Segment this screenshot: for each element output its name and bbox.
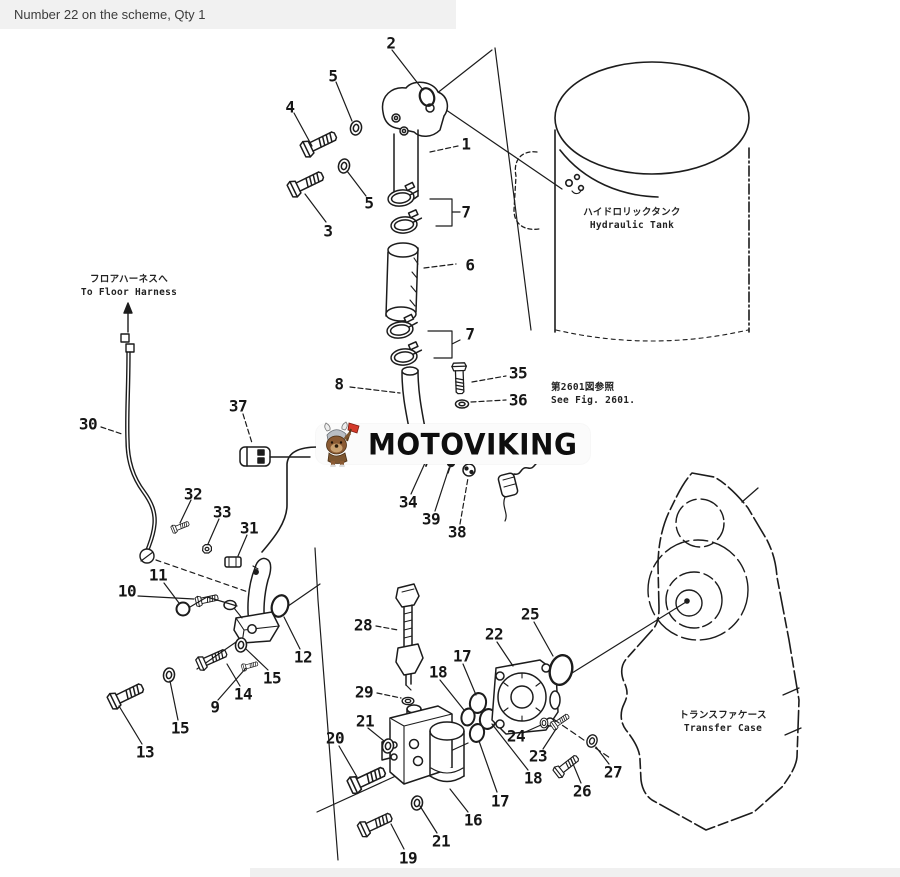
sensor-harness-drawing: [424, 449, 556, 522]
elbow-fitting-drawing: [381, 81, 449, 203]
transfer-case-drawing: [620, 472, 802, 831]
o-ring-25: [548, 654, 574, 686]
viking-mascot-icon: [324, 421, 360, 467]
solenoid-sensor-drawing: [395, 583, 424, 691]
page-title: Number 22 on the scheme, Qty 1: [14, 7, 206, 22]
watermark-brand-text: MOTOVIKING: [368, 426, 578, 462]
connector-drawing: [239, 446, 557, 553]
clip-drawing: [224, 556, 242, 568]
watermark-band: MOTOVIKING: [316, 421, 590, 467]
hydraulic-tank-drawing: [513, 61, 750, 342]
hose-drawing: [385, 242, 419, 322]
leader-lines: [100, 49, 610, 850]
o-ring-2: [418, 87, 436, 107]
bottom-gray-strip: [250, 868, 900, 877]
pump-drawing: [491, 659, 561, 735]
control-valve-drawing: [381, 704, 465, 785]
header-bar: Number 22 on the scheme, Qty 1: [0, 0, 456, 29]
wiring-harness-drawing: [120, 302, 249, 593]
o-ring-11: [175, 601, 191, 617]
o-ring-12: [270, 594, 290, 618]
lever-assembly-drawing: [223, 557, 280, 644]
